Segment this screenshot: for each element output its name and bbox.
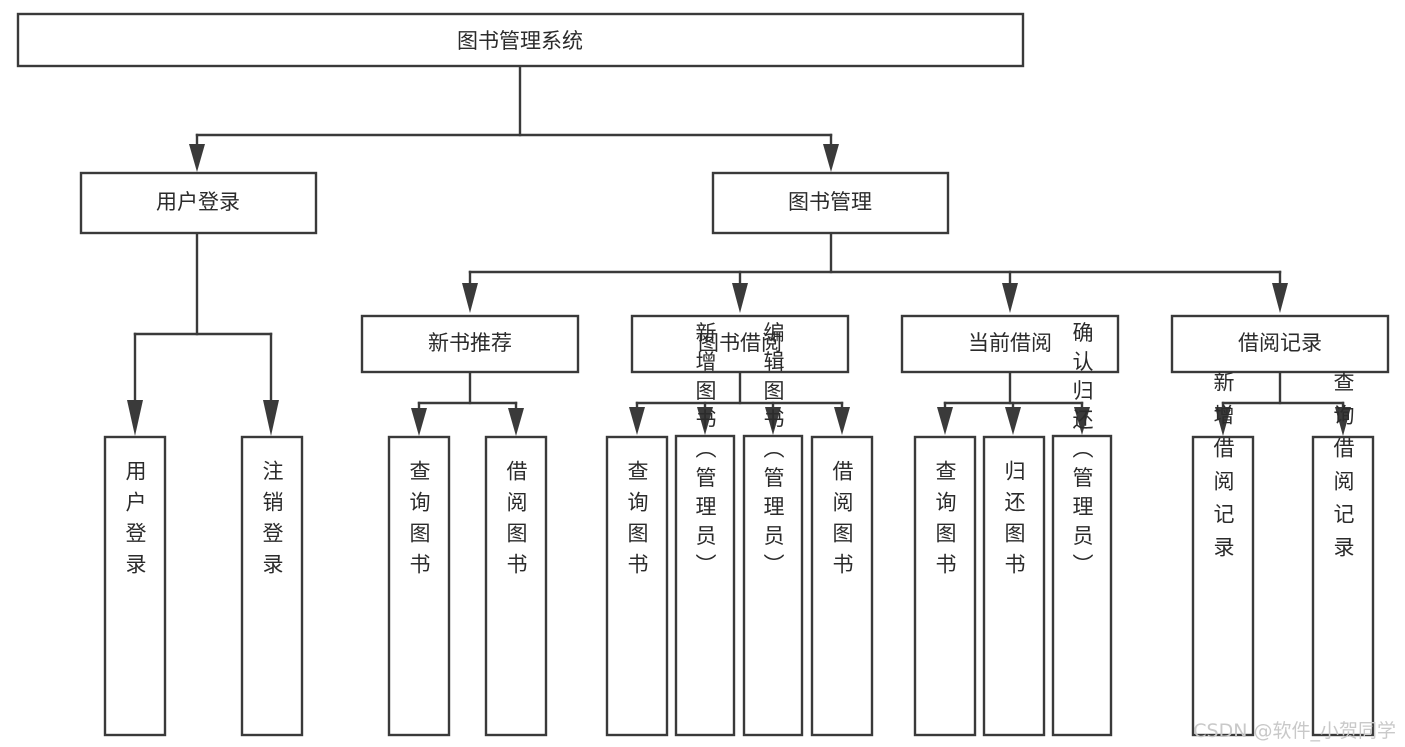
arrow-head-leaf-return-book [1005,407,1021,435]
node-leaf-query-book-3-label: 查询图书 [933,460,957,584]
node-book-borrow-label: 图书借阅 [698,331,782,355]
node-leaf-edit-book-label: 编辑图书（管理员） [761,322,785,583]
arrow-head-book-borrow [732,283,748,313]
arrow-head-leaf-confirm-return [1074,407,1090,435]
node-user-login-box[interactable] [79,171,318,235]
node-leaf-borrow-book-1-label: 借阅图书 [504,460,528,584]
node-leaf-query-book-1-label: 查询图书 [407,460,431,584]
node-leaf-add-record[interactable]: 新增借阅记录 [1191,371,1255,737]
arrow-head-leaf-add-book [697,407,713,435]
arrow-head-leaf-logout-login [263,400,279,436]
node-leaf-user-login[interactable]: 用户登录 [103,435,167,737]
node-leaf-borrow-book-2-box[interactable] [810,435,874,737]
node-leaf-query-book-2-box[interactable] [605,435,669,737]
node-leaf-add-record-box[interactable] [1191,435,1255,737]
node-leaf-query-book-2[interactable]: 查询图书 [605,435,669,737]
node-leaf-query-record[interactable]: 查询借阅记录 [1311,371,1375,737]
node-leaf-query-record-label: 查询借阅记录 [1331,371,1355,569]
node-leaf-logout-login-box[interactable] [240,435,304,737]
node-leaf-query-book-1[interactable]: 查询图书 [387,435,451,737]
node-leaf-borrow-book-1-box[interactable] [484,435,548,737]
node-leaf-confirm-return-label: 确认归还（管理员） [1070,322,1094,583]
node-leaf-logout-login-label: 注销登录 [260,460,284,584]
node-borrow-record-label: 借阅记录 [1238,331,1322,355]
node-user-login-label: 用户登录 [156,190,240,214]
node-leaf-query-book-3[interactable]: 查询图书 [913,435,977,737]
arrow-head-user-login [189,144,205,172]
node-leaf-add-book[interactable]: 新增图书（管理员） [674,322,736,737]
node-leaf-borrow-book-1[interactable]: 借阅图书 [484,435,548,737]
arrow-head-leaf-user-login [127,400,143,436]
arrow-head-book-manage [823,144,839,172]
node-book-manage-box[interactable] [711,171,950,235]
node-new-book-rec[interactable]: 新书推荐 [360,314,580,374]
node-leaf-borrow-book-2[interactable]: 借阅图书 [810,435,874,737]
node-leaf-edit-book[interactable]: 编辑图书（管理员） [742,322,804,737]
arrow-head-leaf-borrow-book-1 [508,408,524,436]
node-book-borrow-box[interactable] [630,314,850,374]
node-leaf-return-book-box[interactable] [982,435,1046,737]
node-book-manage[interactable]: 图书管理 [711,171,950,235]
node-leaf-confirm-return[interactable]: 确认归还（管理员） [1051,322,1113,737]
node-current-borrow-box[interactable] [900,314,1120,374]
node-leaf-query-book-3-box[interactable] [913,435,977,737]
node-book-borrow[interactable]: 图书借阅 [630,314,850,374]
node-new-book-rec-box[interactable] [360,314,580,374]
node-leaf-return-book[interactable]: 归还图书 [982,435,1046,737]
node-new-book-rec-label: 新书推荐 [428,331,512,355]
arrow-head-leaf-edit-book [765,407,781,435]
node-leaf-query-book-2-label: 查询图书 [625,460,649,584]
node-leaf-user-login-label: 用户登录 [123,460,147,584]
node-root-label: 图书管理系统 [457,29,583,53]
arrow-head-leaf-query-book-3 [937,407,953,435]
node-leaf-user-login-box[interactable] [103,435,167,737]
csdn-watermark: CSDN @软件_小贺同学 [1193,720,1396,742]
node-borrow-record[interactable]: 借阅记录 [1170,314,1390,374]
node-borrow-record-box[interactable] [1170,314,1390,374]
arrow-head-leaf-borrow-book-2 [834,407,850,435]
node-leaf-return-book-label: 归还图书 [1002,460,1026,584]
arrow-head-leaf-add-record [1215,407,1231,436]
node-leaf-add-book-box[interactable] [674,434,736,737]
arrow-head-borrow-record [1272,283,1288,313]
arrow-head-current-borrow [1002,283,1018,313]
node-user-login[interactable]: 用户登录 [79,171,318,235]
node-leaf-query-book-1-box[interactable] [387,435,451,737]
arrow-head-leaf-query-book-2 [629,407,645,435]
connector-layer [127,64,1351,436]
node-leaf-add-book-label: 新增图书（管理员） [693,322,717,583]
arrow-head-leaf-query-record [1335,407,1351,436]
arrow-head-new-book-rec [462,283,478,313]
node-leaf-query-record-box[interactable] [1311,435,1375,737]
node-leaf-logout-login[interactable]: 注销登录 [240,435,304,737]
node-root-box[interactable] [16,12,1025,68]
node-root[interactable]: 图书管理系统 [16,12,1025,68]
node-current-borrow-label: 当前借阅 [968,331,1052,355]
node-book-manage-label: 图书管理 [788,190,872,214]
arrow-head-leaf-query-book-1 [411,408,427,436]
node-leaf-add-record-label: 新增借阅记录 [1211,371,1235,569]
node-leaf-borrow-book-2-label: 借阅图书 [830,460,854,584]
node-leaf-edit-book-box[interactable] [742,434,804,737]
node-current-borrow[interactable]: 当前借阅 [900,314,1120,374]
node-leaf-confirm-return-box[interactable] [1051,434,1113,737]
